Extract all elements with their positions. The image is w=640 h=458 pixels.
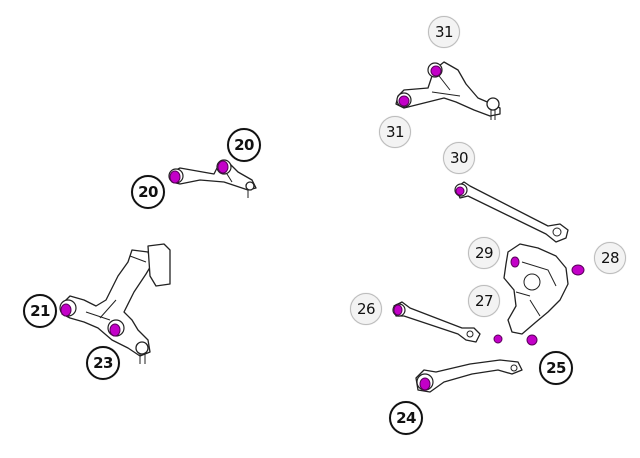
bushing-21 [60,303,72,317]
callout-26: 26 [350,293,382,325]
callout-20-upper: 20 [227,128,261,162]
bushing-28 [571,264,585,276]
callout-25: 25 [539,351,573,385]
bushing-30 [455,186,465,196]
lower-link-24 [415,359,523,393]
bushing-23 [109,323,121,337]
callout-27: 27 [468,285,500,317]
bushing-25 [526,334,538,346]
bushing-20-front [169,170,181,184]
callout-24: 24 [389,401,423,435]
bushing-part-28 [571,264,585,276]
bushing-24 [419,377,431,391]
callout-23: 23 [86,346,120,380]
callout-21: 21 [23,294,57,328]
callout-28: 28 [594,242,626,274]
bushing-31-rear [398,95,410,107]
upper-control-arm-31 [395,61,501,120]
callout-20-lower: 20 [131,175,165,209]
bushing-27 [493,334,503,344]
bushing-20-rear [217,160,229,174]
callout-31-top: 31 [428,16,460,48]
rear-knuckle [503,243,569,335]
bushing-29 [510,256,520,268]
bushing-31-front [430,65,442,77]
upper-control-arm-20 [168,159,257,198]
callout-29: 29 [468,237,500,269]
callout-30: 30 [443,142,475,174]
toe-rod-26 [392,301,481,343]
callout-31-lower: 31 [379,116,411,148]
bushing-26 [393,304,403,316]
lateral-rod-30 [454,181,569,243]
lower-control-arm-21 [59,243,171,364]
